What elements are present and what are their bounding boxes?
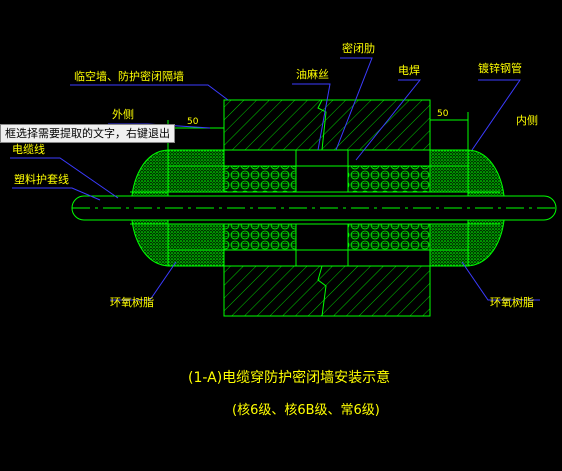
- wall-break-top: [317, 99, 327, 151]
- dim-left-text: 50: [187, 117, 199, 127]
- sleeve-top-right: [429, 149, 469, 167]
- label-wall: 临空墙、防护密闭隔墙: [74, 69, 184, 83]
- label-galv-pipe: 镀锌钢管: [478, 61, 522, 75]
- wall-top: [223, 99, 431, 151]
- leader-epoxy-right: [461, 261, 540, 301]
- leader-weld: [355, 79, 422, 161]
- leader-epoxy-left: [110, 261, 177, 301]
- wall-bottom: [223, 265, 431, 317]
- oakum-bottom-left: [223, 223, 297, 251]
- label-plastic-sleeve: 塑料护套线: [14, 172, 69, 186]
- label-oakum: 油麻丝: [296, 67, 329, 81]
- dim-right-text: 50: [437, 109, 449, 119]
- leader-plastic: [12, 187, 101, 201]
- label-inner: 内侧: [516, 113, 538, 127]
- oakum-top-right: [347, 165, 431, 193]
- sleeve-bottom-right: [429, 249, 469, 267]
- leader-seal-ring: [335, 57, 373, 151]
- label-weld: 电焊: [398, 63, 420, 77]
- text-extract-tooltip: 框选择需要提取的文字，右键退出: [0, 124, 175, 143]
- label-cable: 电缆线: [12, 142, 45, 156]
- leader-wall: [70, 84, 229, 101]
- filler-bottom-left: [167, 223, 225, 251]
- filler-top-left: [167, 165, 225, 193]
- label-epoxy-left: 环氧树脂: [110, 295, 154, 309]
- filler-top-right: [429, 165, 469, 193]
- leader-galv-pipe: [471, 79, 521, 151]
- drawing-title: (1-A)电缆穿防护密闭墙安装示意: [188, 369, 390, 386]
- leader-oakum: [292, 83, 331, 151]
- oakum-top-left: [223, 165, 297, 193]
- label-outer: 外侧: [112, 108, 134, 121]
- drawing-subtitle: (核6级、核6B级、常6级): [232, 403, 380, 418]
- sleeve-bottom-left: [167, 249, 225, 267]
- seal-ring-bottom: [295, 223, 349, 251]
- wall-break-bottom: [317, 265, 327, 317]
- label-seal-ring: 密闭肋: [342, 41, 375, 55]
- sleeve-top-left: [167, 149, 225, 167]
- leader-cable: [10, 157, 119, 199]
- oakum-bottom-right: [347, 223, 431, 251]
- label-epoxy-right: 环氧树脂: [490, 295, 534, 309]
- seal-ring-top: [295, 165, 349, 193]
- filler-bottom-right: [429, 223, 469, 251]
